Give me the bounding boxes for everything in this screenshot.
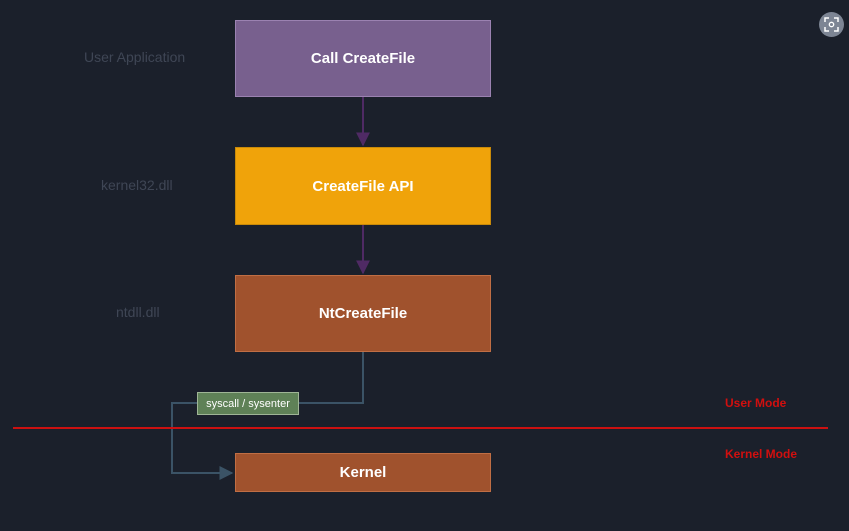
node-kernel[interactable]: Kernel xyxy=(235,453,491,492)
focus-frame-icon xyxy=(824,17,839,32)
layer-label-ntdll: ntdll.dll xyxy=(116,304,160,320)
layer-label-kernel32: kernel32.dll xyxy=(101,177,173,193)
node-createfile-api[interactable]: CreateFile API xyxy=(235,147,491,225)
arrow-ntdll-to-kernel xyxy=(171,352,364,480)
node-ntcreatefile[interactable]: NtCreateFile xyxy=(235,275,491,352)
fit-view-icon[interactable] xyxy=(819,12,844,37)
mode-label-kernel: Kernel Mode xyxy=(725,447,798,461)
edge-label-syscall: syscall / sysenter xyxy=(197,392,299,415)
layer-label-user-application: User Application xyxy=(84,49,186,65)
node-call-createfile[interactable]: Call CreateFile xyxy=(235,20,491,97)
mode-label-user: User Mode xyxy=(725,396,787,410)
